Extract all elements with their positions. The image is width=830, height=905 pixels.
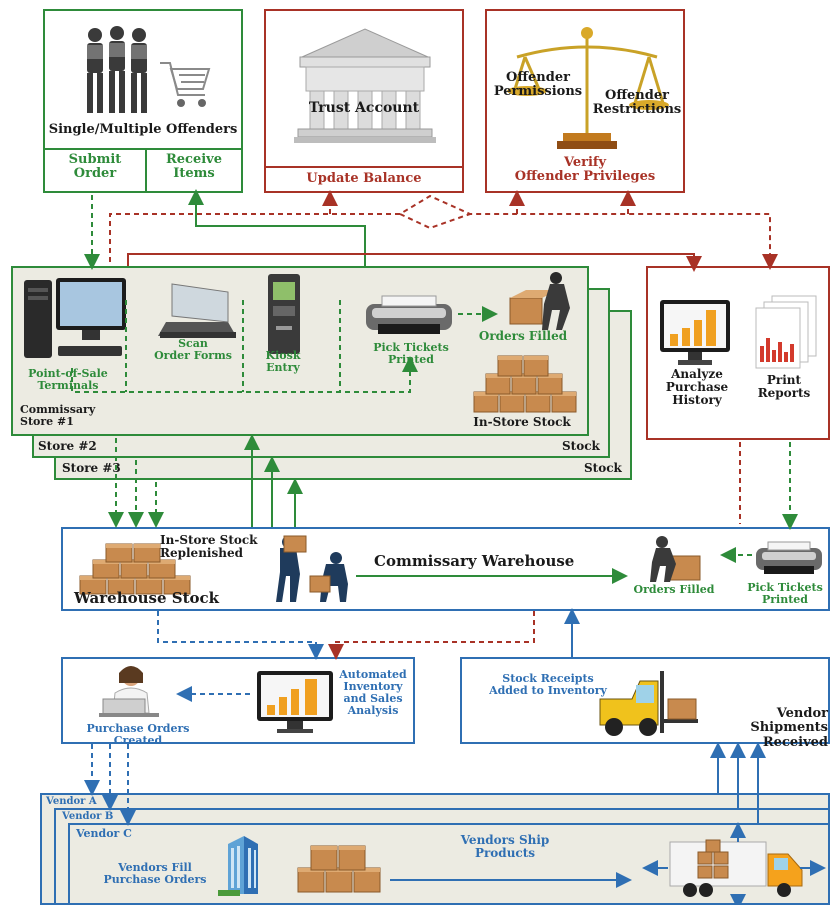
reports-to-purchasing-red <box>328 611 535 660</box>
terminals-to-pick-arrow <box>71 356 418 393</box>
vendor-a-label: Vendor A <box>46 796 97 807</box>
warehouse-worker-box-icon <box>650 536 701 582</box>
forklift-icon <box>599 671 698 736</box>
trust-account-panel: Trust Account Update Balance <box>264 9 464 193</box>
instore-stock-label: In-Store Stock <box>473 415 571 429</box>
cardboard-box-lid <box>106 544 132 548</box>
delivery-truck-icon <box>669 839 803 897</box>
warehouse-orders-filled-label: Orders Filled <box>633 583 715 596</box>
cardboard-box-lid <box>354 868 380 872</box>
receive-items-arrow <box>188 189 366 266</box>
update-balance-label: Update Balance <box>306 171 422 186</box>
offenders-title: Single/Multiple Offenders <box>48 122 238 137</box>
cardboard-box-lid <box>524 356 548 360</box>
offenders-vdivider <box>145 148 147 193</box>
print-reports-icon <box>755 295 817 369</box>
scanner-icon <box>158 283 236 338</box>
kiosk-entry-label: Kiosk Entry <box>265 349 301 375</box>
verify-privileges-label: Verify Offender Privileges <box>514 155 656 185</box>
offender-permissions-label: Offender Permissions <box>493 70 583 100</box>
cardboard-box-lid <box>134 544 160 548</box>
store-2-stock-label: Stock <box>562 439 600 453</box>
store-orders-filled-label: Orders Filled <box>478 329 568 343</box>
vendors-fill-label: Vendors Fill Purchase Orders <box>103 861 207 887</box>
store-1-label: Commissary Store #1 <box>20 403 96 429</box>
vendor-c-label: Vendor C <box>76 827 132 840</box>
building-icon <box>218 836 258 896</box>
vendor-shipments-received-label: Vendor Shipments Received <box>750 706 828 750</box>
store-3-label: Store #3 <box>62 461 121 475</box>
store-2-label: Store #2 <box>38 439 97 453</box>
clerk-laptop-icon <box>99 666 159 717</box>
trust-account-title: Trust Account <box>308 100 420 116</box>
cardboard-box-lid <box>164 576 190 580</box>
vendor-boxes-icon <box>297 845 381 893</box>
privileges-panel: Offender Permissions Offender Restrictio… <box>485 9 685 193</box>
automated-analysis-label: Automated Inventory and Sales Analysis <box>339 668 407 718</box>
privilege-network <box>109 194 778 270</box>
instore-stock-boxes-icon <box>473 355 577 413</box>
kiosk-icon <box>268 274 300 354</box>
pos-terminal-icon <box>24 278 126 358</box>
scan-order-forms-label: Scan Order Forms <box>154 337 232 363</box>
scales-icon <box>507 27 669 149</box>
warehouse-to-purchasing-blue <box>157 611 324 660</box>
receiving-panel: Stock Receipts Added to Inventory Vendor… <box>460 657 830 749</box>
printer-icon <box>366 295 452 334</box>
warehouse-stock-label: Warehouse Stock <box>74 589 220 607</box>
cardboard-box-lid <box>538 374 562 378</box>
offenders-panel: Single/Multiple Offenders Submit Order R… <box>43 9 243 193</box>
warehouse-workers-icon <box>276 535 348 602</box>
cardboard-box-lid <box>311 846 337 850</box>
offenders-icon <box>87 26 211 113</box>
worker-box-icon <box>509 272 570 330</box>
warehouse-title: Commissary Warehouse <box>374 552 575 570</box>
vendors-ship-label: Vendors Ship Products <box>460 833 550 861</box>
analyze-monitor-icon <box>660 300 730 365</box>
cardboard-box-lid <box>339 846 365 850</box>
submit-order-label: Submit Order <box>68 152 122 182</box>
cardboard-box-lid <box>552 392 576 396</box>
warehouse-printer-icon <box>756 541 822 574</box>
reports-panel: Analyze Purchase History Print Reports <box>646 266 830 440</box>
purchasing-panel: Purchase Orders Created Automated Invent… <box>61 657 415 748</box>
cardboard-box-lid <box>498 356 522 360</box>
stock-receipts-label: Stock Receipts Added to Inventory <box>489 672 607 698</box>
warehouse-stock-boxes-icon <box>79 543 191 595</box>
store-3-stock-label: Stock <box>584 461 622 475</box>
purchase-orders-created-label: Purchase Orders Created <box>86 722 190 748</box>
pos-terminals-label: Point-of-Sale Terminals <box>28 367 108 393</box>
replenished-label: In-Store Stock Replenished <box>160 533 258 561</box>
analysis-monitor-icon <box>257 671 333 733</box>
bank-building-icon <box>294 28 436 143</box>
offenders-divider <box>45 148 241 150</box>
receive-items-label: Receive Items <box>165 152 223 182</box>
trust-to-privilege-line <box>399 213 471 230</box>
print-reports-label: Print Reports <box>757 373 811 401</box>
trust-divider <box>266 166 462 168</box>
analyze-history-label: Analyze Purchase History <box>665 367 729 408</box>
store-to-reports-arrow <box>127 253 702 272</box>
cardboard-box-lid <box>149 560 175 564</box>
warehouse-panel <box>61 527 830 611</box>
warehouse-pick-tickets-label: Pick Tickets Printed <box>747 581 823 607</box>
offender-restrictions-label: Offender Restrictions <box>592 88 682 118</box>
vendor-b-label: Vendor B <box>62 811 114 822</box>
